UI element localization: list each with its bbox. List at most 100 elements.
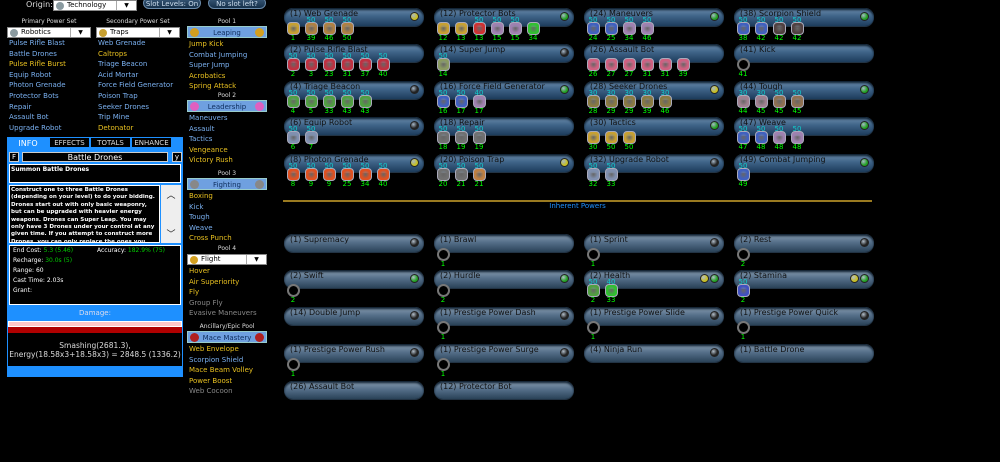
power-tile[interactable]: (24) Maneuvers <box>584 8 724 26</box>
enhancement-slot-icon[interactable] <box>359 58 372 71</box>
pool-dropdown[interactable]: Fighting <box>187 178 267 190</box>
empty-slot-icon[interactable] <box>287 358 300 371</box>
power-option[interactable]: Caltrops <box>98 49 127 58</box>
status-dot-icon[interactable] <box>560 158 569 167</box>
enhancement-slot-icon[interactable] <box>473 95 486 108</box>
power-option[interactable]: Poison Trap <box>98 91 138 100</box>
power-option[interactable]: Weave <box>189 223 213 232</box>
empty-slot-icon[interactable] <box>737 58 750 71</box>
power-tile[interactable]: (1) Battle Drone <box>734 344 874 362</box>
status-dot-icon[interactable] <box>710 85 719 94</box>
power-option[interactable]: Assault <box>189 124 215 133</box>
status-dot-icon[interactable] <box>410 238 419 247</box>
power-tile[interactable]: (1) Brawl <box>434 234 574 252</box>
power-option[interactable]: Force Field Generator <box>98 81 174 90</box>
enhancement-slot-icon[interactable] <box>287 22 300 35</box>
empty-slot-icon[interactable] <box>437 248 450 261</box>
power-tile[interactable]: (1) Prestige Power Quick <box>734 307 874 325</box>
enhancement-slot-icon[interactable] <box>773 95 786 108</box>
enhancement-slot-icon[interactable] <box>587 95 600 108</box>
enhancement-slot-icon[interactable] <box>623 95 636 108</box>
power-option[interactable]: Jump Kick <box>189 40 224 48</box>
enhancement-slot-icon[interactable] <box>455 168 468 181</box>
enhancement-slot-icon[interactable] <box>773 22 786 35</box>
enhancement-slot-icon[interactable] <box>587 58 600 71</box>
enhancement-slot-icon[interactable] <box>641 58 654 71</box>
power-option[interactable]: Pulse Rifle Burst <box>9 60 66 69</box>
enhancement-slot-icon[interactable] <box>587 284 600 297</box>
power-option[interactable]: Upgrade Robot <box>9 123 62 132</box>
power-tile[interactable]: (1) Prestige Power Dash <box>434 307 574 325</box>
status-dot-icon[interactable] <box>860 85 869 94</box>
power-tile[interactable]: (2) Hurdle <box>434 270 574 288</box>
primary-set-dropdown[interactable]: Robotics▼ <box>7 27 91 38</box>
enhancement-slot-icon[interactable] <box>287 95 300 108</box>
status-dot-icon[interactable] <box>860 274 869 283</box>
description-scrollbar[interactable]: ︿ ﹀ <box>161 185 181 243</box>
status-dot-icon[interactable] <box>860 12 869 21</box>
status-dot-icon[interactable] <box>410 85 419 94</box>
empty-slot-icon[interactable] <box>737 248 750 261</box>
enhancement-slot-icon[interactable] <box>605 58 618 71</box>
status-dot-icon[interactable] <box>710 238 719 247</box>
enhancement-slot-icon[interactable] <box>587 168 600 181</box>
pool-dropdown[interactable]: Flight▼ <box>187 254 267 265</box>
status-dot-icon[interactable] <box>850 274 859 283</box>
status-dot-icon[interactable] <box>710 311 719 320</box>
status-dot-icon[interactable] <box>710 158 719 167</box>
pool-dropdown[interactable]: Leadership <box>187 100 267 112</box>
enhancement-slot-icon[interactable] <box>587 22 600 35</box>
status-dot-icon[interactable] <box>860 158 869 167</box>
power-tile[interactable]: (1) Prestige Power Surge <box>434 344 574 362</box>
power-option[interactable]: Scorpion Shield <box>189 355 244 364</box>
enhancement-slot-icon[interactable] <box>437 58 450 71</box>
power-option[interactable]: Mace Beam Volley <box>189 366 254 375</box>
power-tile[interactable]: (47) Weave <box>734 117 874 135</box>
status-dot-icon[interactable] <box>560 311 569 320</box>
enhancement-slot-icon[interactable] <box>791 22 804 35</box>
enhancement-slot-icon[interactable] <box>437 131 450 144</box>
power-option[interactable]: Maneuvers <box>189 114 228 122</box>
power-tile[interactable]: (4) Triage Beacon <box>284 81 424 99</box>
enhancement-slot-icon[interactable] <box>341 168 354 181</box>
enhancement-slot-icon[interactable] <box>641 95 654 108</box>
tab-enhance[interactable]: ENHANCE <box>131 137 172 148</box>
power-tile[interactable]: (2) Health <box>584 270 724 288</box>
power-option[interactable]: Spring Attack <box>189 82 237 91</box>
power-tile[interactable]: (4) Ninja Run <box>584 344 724 362</box>
enhancement-slot-icon[interactable] <box>359 95 372 108</box>
power-tile[interactable]: (18) Repair <box>434 117 574 135</box>
power-tile[interactable]: (16) Force Field Generator <box>434 81 574 99</box>
power-tile[interactable]: (2) Rest <box>734 234 874 252</box>
power-option[interactable]: Triage Beacon <box>98 60 148 69</box>
status-dot-icon[interactable] <box>860 121 869 130</box>
power-tile[interactable]: (20) Poison Trap <box>434 154 574 172</box>
status-dot-icon[interactable] <box>410 121 419 130</box>
power-option[interactable]: Cross Punch <box>189 234 232 243</box>
enhancement-slot-icon[interactable] <box>437 22 450 35</box>
enhancement-slot-icon[interactable] <box>737 168 750 181</box>
enhancement-slot-icon[interactable] <box>623 58 636 71</box>
enhancement-slot-icon[interactable] <box>455 22 468 35</box>
enhancement-slot-icon[interactable] <box>473 168 486 181</box>
enhancement-slot-icon[interactable] <box>659 58 672 71</box>
status-dot-icon[interactable] <box>700 274 709 283</box>
enhancement-slot-icon[interactable] <box>305 95 318 108</box>
power-option[interactable]: Super Jump <box>189 61 230 70</box>
enhancement-slot-icon[interactable] <box>623 22 636 35</box>
power-option[interactable]: Tactics <box>189 135 213 144</box>
tab-effects[interactable]: EFFECTS <box>49 137 90 148</box>
power-option[interactable]: Seeker Drones <box>98 102 150 111</box>
enhancement-slot-icon[interactable] <box>605 131 618 144</box>
enhancement-slot-icon[interactable] <box>605 168 618 181</box>
status-dot-icon[interactable] <box>860 311 869 320</box>
pool-dropdown[interactable]: Mace Mastery <box>187 331 267 343</box>
power-tile[interactable]: (12) Protector Bot <box>434 381 574 399</box>
no-slot-left-button[interactable]: No slot left? <box>208 0 266 9</box>
status-dot-icon[interactable] <box>560 348 569 357</box>
empty-slot-icon[interactable] <box>287 284 300 297</box>
power-option[interactable]: Acid Mortar <box>98 70 139 79</box>
enhancement-slot-icon[interactable] <box>473 22 486 35</box>
power-option[interactable]: Web Cocoon <box>189 387 233 396</box>
power-tile[interactable]: (41) Kick <box>734 44 874 62</box>
